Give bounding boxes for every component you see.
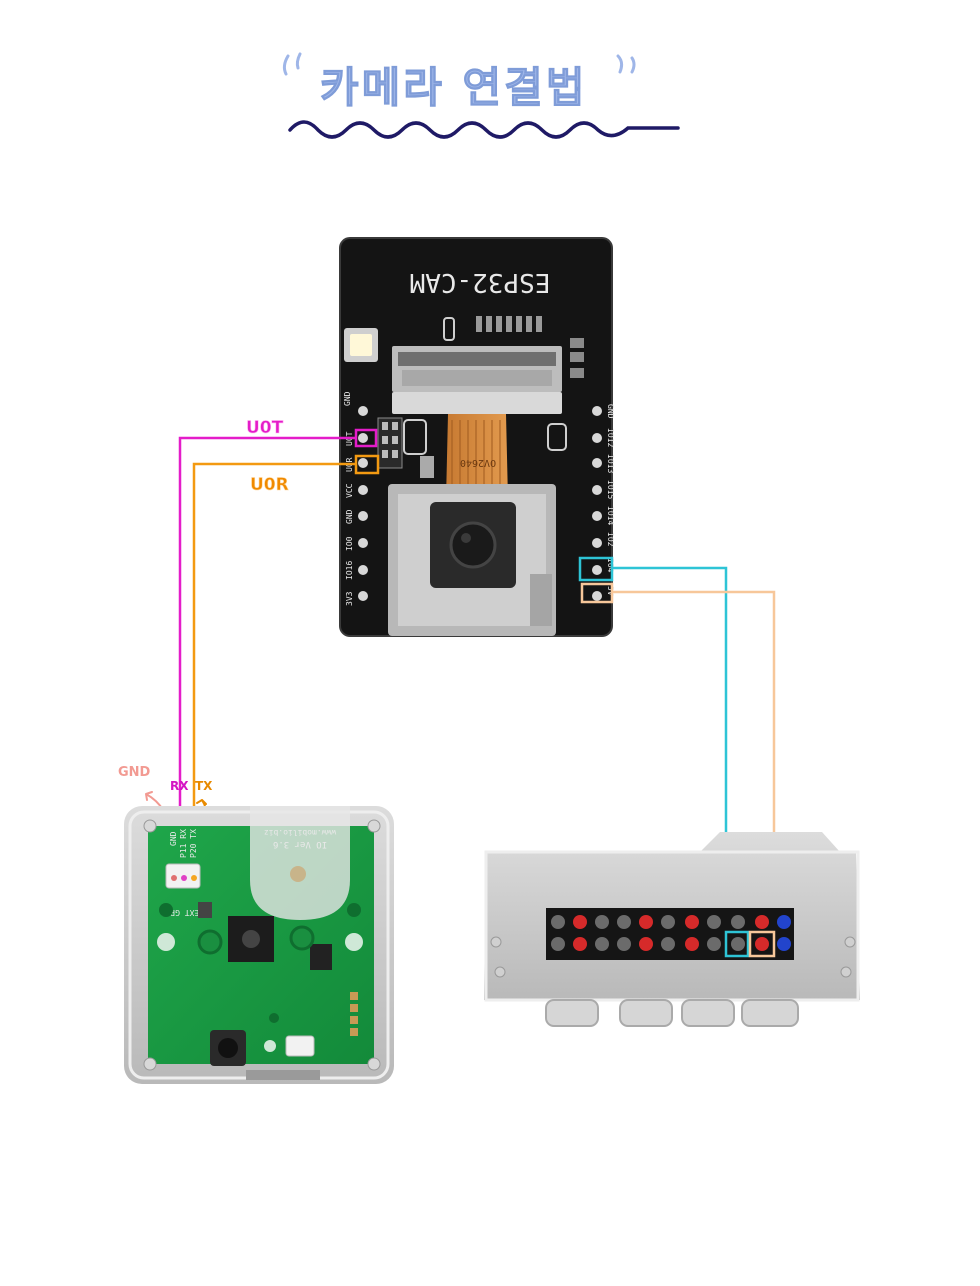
esp32-pin-label-io15: IO15	[606, 480, 615, 499]
controller-board-text: IO Ver 3.6	[273, 839, 327, 849]
esp32-pin-label-5v: 5V	[606, 586, 615, 596]
camera-lens	[449, 521, 497, 569]
esp32-pin-label-gnd-r1: GND	[606, 404, 615, 419]
esp32-pin-label-io2: IO2	[606, 532, 615, 547]
controller-pin-rx: P11 RX	[179, 829, 188, 858]
label-tx: TX	[195, 779, 213, 793]
hub-ports	[545, 999, 799, 1027]
page-title: 카메라 연결법	[320, 63, 587, 112]
esp32-pin-label-gnd: GND	[345, 509, 354, 524]
title-underline	[288, 120, 680, 139]
esp32-pin-label-io12: IO12	[606, 428, 615, 447]
wire-u0t	[178, 436, 356, 828]
title-deco-right	[616, 54, 636, 74]
esp32-pin-label-io4: IO4	[606, 558, 615, 573]
esp32-right-pin-labels: GND IO12 IO13 IO15 IO14 IO2 IO4 5V	[606, 404, 615, 596]
pin-row-bottom	[551, 937, 791, 951]
esp32-right-pin-header	[592, 406, 602, 601]
title-deco-left	[282, 52, 302, 76]
esp32-pin-label-gnd-top: GND	[343, 391, 352, 406]
wires	[178, 436, 776, 948]
controller-port-label: EXT GPIO	[161, 908, 200, 917]
pin-row-top	[551, 915, 791, 929]
esp32-board-name: ESP32-CAM	[410, 267, 551, 297]
esp32-pin-label-io13: IO13	[606, 454, 615, 473]
esp32-pin-label-io16: IO16	[345, 561, 354, 580]
label-u0t: U0T	[246, 418, 284, 438]
port-hub	[484, 832, 860, 1027]
esp32-pin-label-io0: IO0	[345, 536, 354, 551]
camera-chip-label: OV2640	[460, 457, 496, 468]
esp32-pin-label-io14: IO14	[606, 506, 615, 525]
label-gnd: GND	[118, 765, 151, 780]
controller-site-text: www.mobilio.biz	[264, 828, 336, 837]
center-post	[290, 866, 306, 882]
esp32-pin-label-vcc: VCC	[345, 483, 354, 498]
highlight-gnd-hub	[724, 930, 750, 958]
esp32-cam-board: ESP32-CAM OV2640	[339, 237, 615, 637]
esp32-left-pin-header	[358, 406, 368, 601]
controller-pin-tx: P20 TX	[189, 829, 198, 858]
wire-u0r	[192, 462, 356, 828]
highlight-5v-hub	[748, 930, 776, 958]
controller-pin-gnd: GND	[169, 831, 178, 846]
esp32-pin-label-3v3: 3V3	[345, 591, 354, 606]
wire-5v	[612, 590, 776, 948]
label-rx: RX	[170, 779, 189, 793]
wire-gnd	[612, 566, 728, 948]
title-group: 카메라 연결법	[282, 52, 680, 139]
controller-board: EXT GPIO GND P11 RX P20 TX IO Ver 3.6 ww…	[124, 806, 394, 1084]
label-u0r: U0R	[250, 475, 289, 495]
